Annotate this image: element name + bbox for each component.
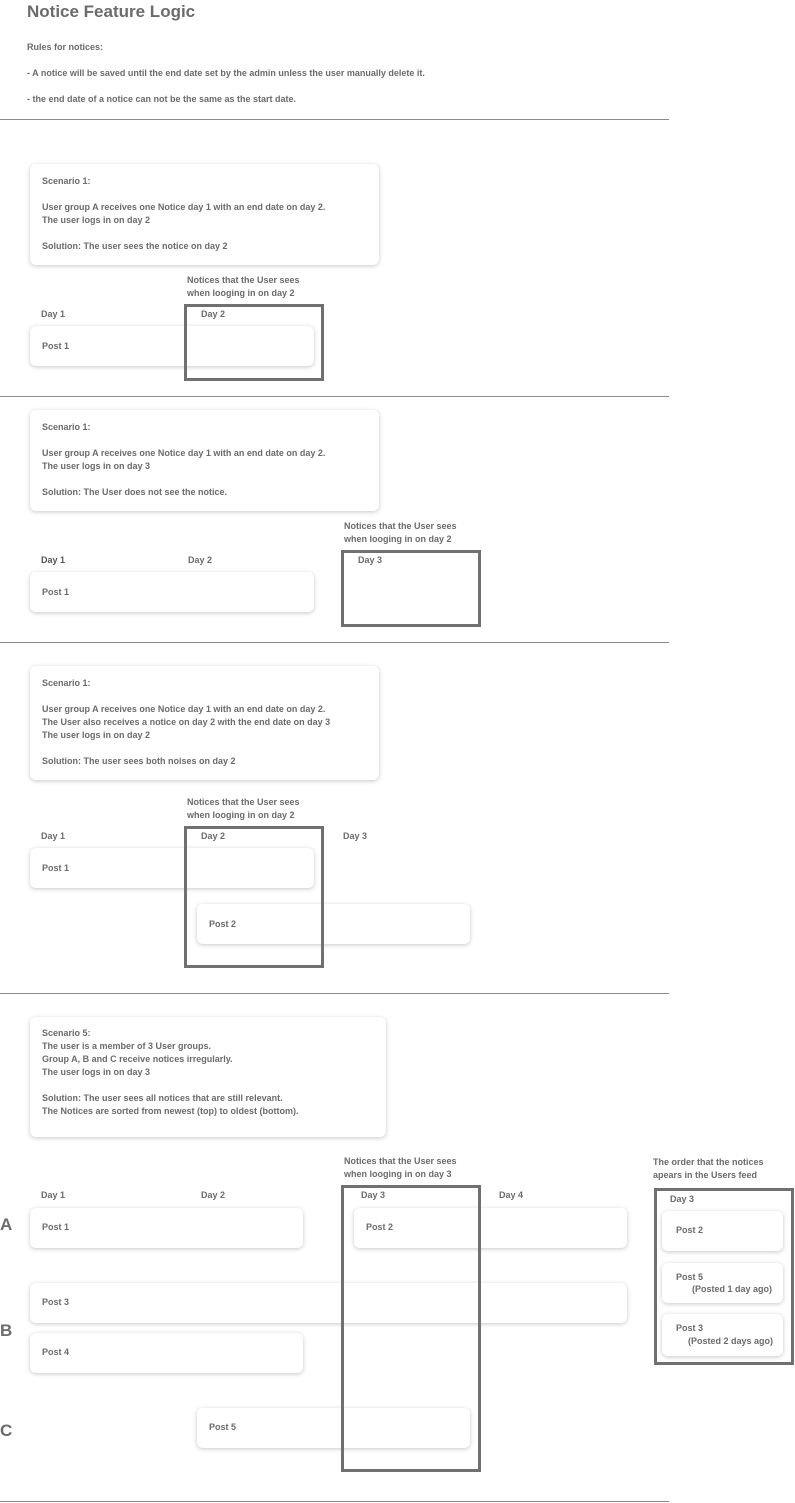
scenario-5-card: Scenario 5: The user is a member of 3 Us… [30,1017,386,1137]
post-card: Post 5 [197,1408,470,1448]
group-label-c: C [0,1421,13,1440]
day-label: Day 1 [41,831,66,841]
feed-item-label: Post 3 [676,1323,704,1333]
day-label: Day 2 [201,1190,226,1200]
feed-item-label: Post 5 [676,1272,704,1282]
divider [0,993,669,994]
post-label: Post 3 [42,1297,70,1307]
scenario-line: Group A, B and C receive notices irregul… [42,1054,233,1064]
scenario-solution: The Notices are sorted from newest (top)… [42,1106,299,1116]
feed-item-age: (Posted 2 days ago) [688,1336,774,1346]
day-label: Day 3 [361,1190,386,1200]
rule-2: - the end date of a notice can not be th… [27,94,297,104]
post-label: Post 1 [42,341,70,351]
frame-caption: Notices that the User sees when looging … [187,275,300,298]
post-card: Post 4 [30,1333,303,1373]
post-label: Post 2 [209,919,237,929]
visible-notices-frame [184,304,324,381]
scenario-solution: Solution: The user sees the notice on da… [42,241,228,251]
feed-caption: The order that the notices apears in the… [653,1157,764,1180]
scenario-2-card: Scenario 1: User group A receives one No… [30,410,379,511]
post-card: Post 1 [30,326,314,366]
visible-notices-frame [341,1185,481,1472]
day-label: Day 1 [41,309,66,319]
feed-day-label: Day 3 [670,1194,695,1204]
post-card: Post 2 [354,1208,627,1248]
frame-caption: Notices that the User sees when looging … [187,797,300,820]
rules-heading: Rules for notices: [27,42,104,52]
feed-item: Post 2 [662,1211,783,1251]
scenario-solution: Solution: The User does not see the noti… [42,487,228,497]
scenario-solution: Solution: The user sees all notices that… [42,1093,283,1103]
scenario-3-card: Scenario 1: User group A receives one No… [30,666,379,780]
feed-item: Post 3 (Posted 2 days ago) [662,1314,783,1356]
scenario-line: User group A receives one Notice day 1 w… [42,202,326,212]
scenario-line: The user logs in on day 3 [42,1067,151,1077]
scenario-line: The user logs in on day 3 [42,461,151,471]
post-card: Post 1 [30,572,314,612]
scenario-line: The user logs in on day 2 [42,215,151,225]
scenario-solution: Solution: The user sees both noises on d… [42,756,236,766]
day-label: Day 2 [201,831,226,841]
post-label: Post 1 [42,587,70,597]
group-label-b: B [0,1321,13,1340]
day-label: Day 4 [499,1190,524,1200]
scenario-1-card: Scenario 1: User group A receives one No… [30,164,379,265]
scenario-heading: Scenario 5: [42,1028,91,1038]
post-card: Post 1 [30,848,314,888]
scenario-line: The user logs in on day 2 [42,730,151,740]
scenario-heading: Scenario 1: [42,678,91,688]
scenario-line: The User also receives a notice on day 2… [42,717,331,727]
post-label: Post 2 [366,1222,394,1232]
visible-notices-frame [341,550,481,627]
day-label: Day 1 [41,1190,66,1200]
feed-item: Post 5 (Posted 1 day ago) [662,1263,783,1303]
divider [0,642,669,643]
day-label: Day 2 [201,309,226,319]
post-label: Post 1 [42,1222,70,1232]
day-label: Day 1 [41,555,66,565]
divider [0,396,669,397]
scenario-line: User group A receives one Notice day 1 w… [42,448,326,458]
divider [0,1501,669,1502]
frame-caption: Notices that the User sees when looging … [344,1156,457,1179]
day-label: Day 3 [358,555,383,565]
scenario-heading: Scenario 1: [42,176,91,186]
frame-caption: Notices that the User sees when looging … [344,521,457,544]
rule-1: - A notice will be saved until the end d… [27,68,425,78]
feed-order-frame [654,1188,794,1365]
post-card: Post 1 [30,1208,303,1248]
feed-item-age: (Posted 1 day ago) [692,1284,773,1294]
post-label: Post 1 [42,863,70,873]
post-label: Post 4 [42,1347,70,1357]
scenario-line: User group A receives one Notice day 1 w… [42,704,326,714]
divider [0,119,669,120]
post-card: Post 2 [197,904,470,944]
post-label: Post 5 [209,1422,237,1432]
group-label-a: A [0,1215,13,1234]
day-label: Day 3 [343,831,368,841]
post-card: Post 3 [30,1283,627,1323]
scenario-heading: Scenario 1: [42,422,91,432]
feed-item-label: Post 2 [676,1225,704,1235]
day-label: Day 2 [188,555,213,565]
page-title: Notice Feature Logic [27,2,196,21]
scenario-line: The user is a member of 3 User groups. [42,1041,212,1051]
visible-notices-frame [184,826,324,968]
